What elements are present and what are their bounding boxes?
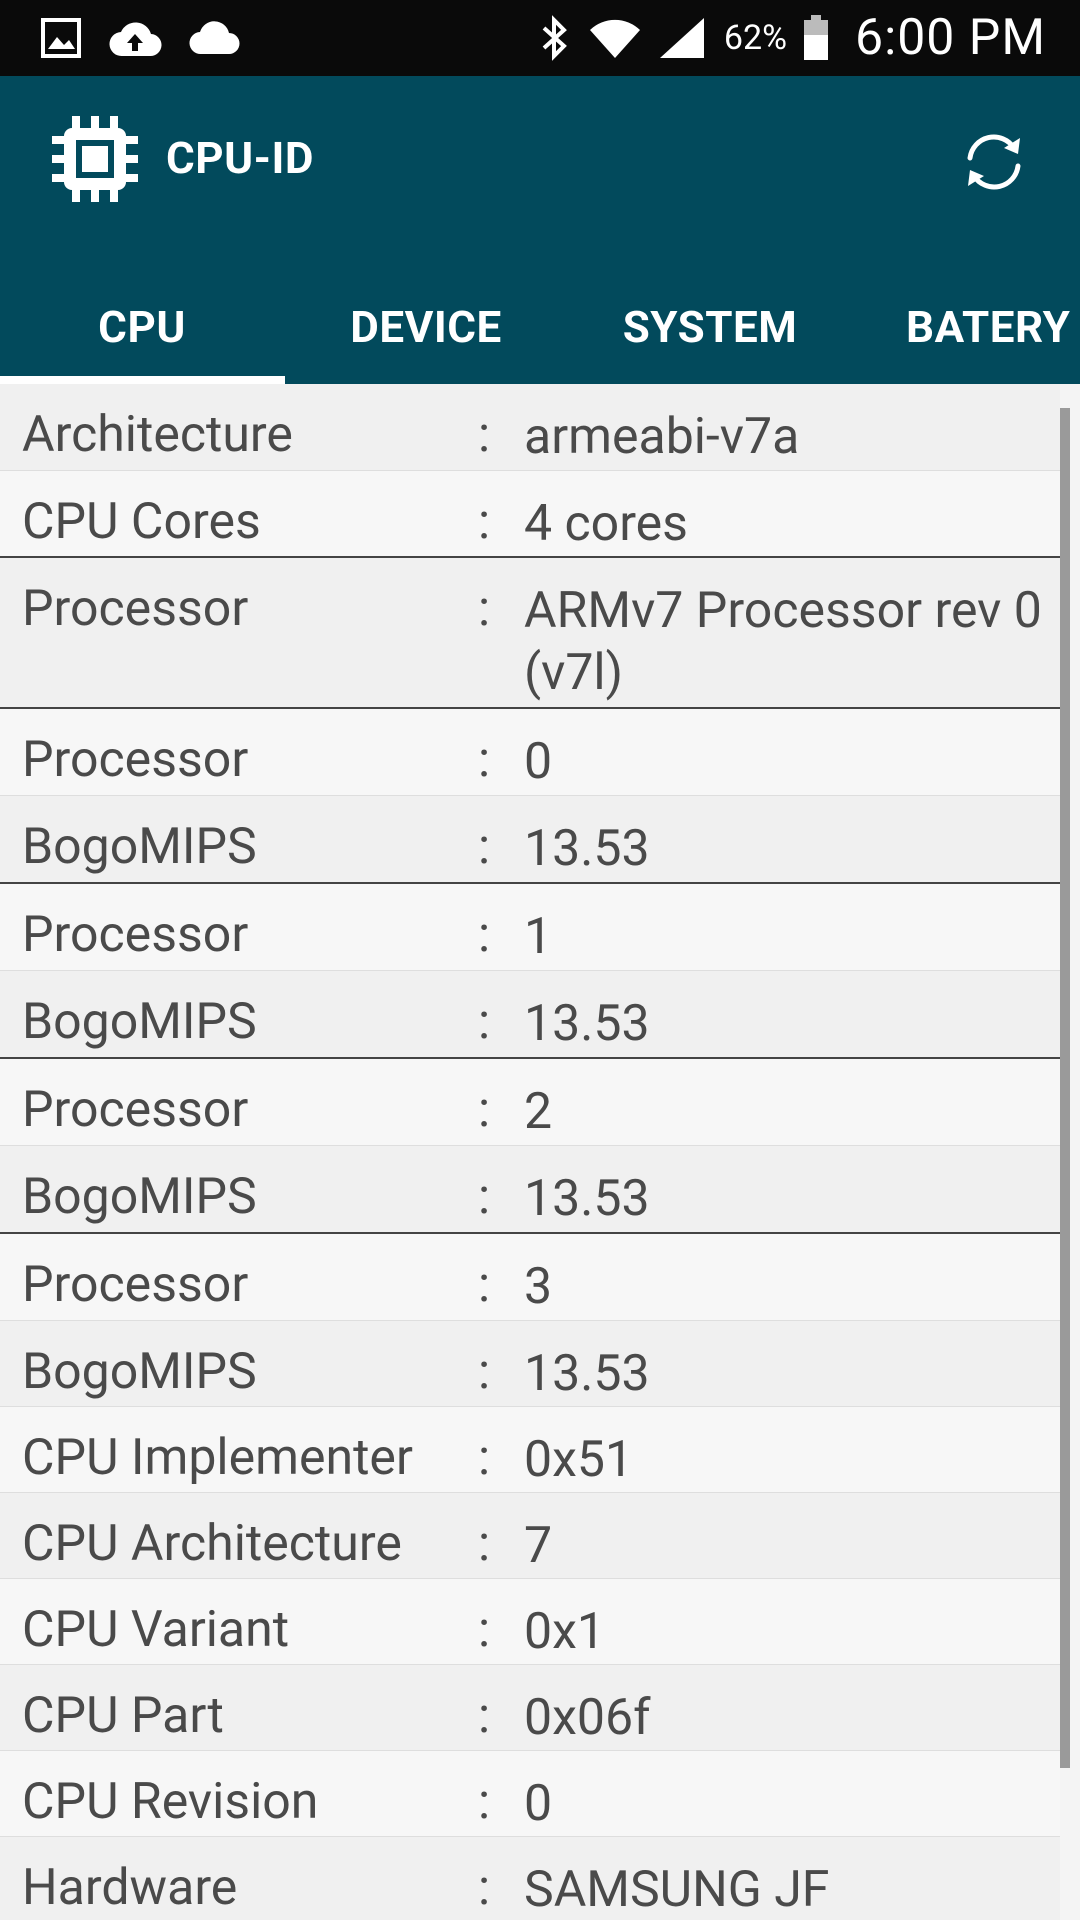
refresh-icon[interactable] xyxy=(956,124,1032,200)
info-row: BogoMIPS : 13.53 xyxy=(0,1146,1060,1234)
status-bar: 62% 6:00 PM xyxy=(0,0,1080,76)
info-separator: : xyxy=(478,1429,491,1487)
info-separator: : xyxy=(478,1601,491,1659)
tab-bar: CPU DEVICE SYSTEM BATERY xyxy=(0,270,1080,384)
info-key: Processor xyxy=(22,1081,249,1139)
info-row: BogoMIPS : 13.53 xyxy=(0,796,1060,884)
scrollbar[interactable] xyxy=(1060,408,1070,1768)
tab-battery[interactable]: BATERY xyxy=(906,301,1071,353)
tab-cpu[interactable]: CPU xyxy=(98,301,186,353)
info-key: CPU Cores xyxy=(22,493,261,551)
info-separator: : xyxy=(478,580,491,638)
battery-icon xyxy=(803,15,828,60)
cloud-upload-icon xyxy=(109,22,162,57)
status-bar-left xyxy=(40,14,242,62)
info-row: Hardware : SAMSUNG JF xyxy=(0,1837,1060,1920)
info-row: BogoMIPS : 13.53 xyxy=(0,1321,1060,1407)
info-separator: : xyxy=(478,406,491,464)
tab-system[interactable]: SYSTEM xyxy=(622,301,798,353)
info-value: ARMv7 Processor rev 0 (v7l) xyxy=(524,582,1042,702)
info-row: CPU Part : 0x06f xyxy=(0,1665,1060,1751)
info-separator: : xyxy=(478,1343,491,1401)
info-key: CPU Part xyxy=(22,1687,224,1745)
info-separator: : xyxy=(478,493,491,551)
info-row: CPU Revision : 0 xyxy=(0,1751,1060,1837)
info-key: BogoMIPS xyxy=(22,993,257,1051)
info-row: CPU Implementer : 0x51 xyxy=(0,1407,1060,1493)
info-row: Processor : 2 xyxy=(0,1059,1060,1146)
info-key: Architecture xyxy=(22,406,293,464)
info-value: 0 xyxy=(524,1775,553,1833)
info-value: 0x51 xyxy=(524,1431,634,1489)
info-separator: : xyxy=(478,1515,491,1573)
info-separator: : xyxy=(478,1256,491,1314)
info-value: 2 xyxy=(524,1083,553,1141)
battery-percent: 62% xyxy=(723,18,787,58)
info-key: CPU Architecture xyxy=(22,1515,402,1573)
clock: 6:00 PM xyxy=(854,9,1046,67)
info-value: armeabi-v7a xyxy=(524,408,800,466)
info-row: CPU Cores : 4 cores xyxy=(0,471,1060,558)
info-value: 13.53 xyxy=(524,1170,650,1228)
info-key: CPU Implementer xyxy=(22,1429,413,1487)
info-row: Processor : ARMv7 Processor rev 0 (v7l) xyxy=(0,558,1060,709)
info-value: 13.53 xyxy=(524,1345,650,1403)
info-key: CPU Revision xyxy=(22,1773,319,1831)
info-key: Processor xyxy=(22,1256,249,1314)
status-bar-right: 62% 6:00 PM xyxy=(538,0,1046,76)
info-separator: : xyxy=(478,1773,491,1831)
signal-icon xyxy=(659,18,704,58)
info-value: 4 cores xyxy=(524,495,688,553)
info-row: Processor : 1 xyxy=(0,884,1060,971)
info-value: SAMSUNG JF xyxy=(524,1861,830,1919)
info-row: BogoMIPS : 13.53 xyxy=(0,971,1060,1059)
tab-device[interactable]: DEVICE xyxy=(350,301,502,353)
info-value: 3 xyxy=(524,1258,553,1316)
info-value: 0 xyxy=(524,733,553,791)
info-key: Processor xyxy=(22,906,249,964)
app-bar: CPU-ID CPU DEVICE SYSTEM BATERY xyxy=(0,76,1080,388)
info-key: Processor xyxy=(22,580,249,638)
info-value: 0x1 xyxy=(524,1603,606,1661)
chip-icon xyxy=(52,116,138,202)
info-row: Processor : 0 xyxy=(0,709,1060,796)
info-row: CPU Architecture : 7 xyxy=(0,1493,1060,1579)
info-key: Processor xyxy=(22,731,249,789)
info-value: 1 xyxy=(524,908,553,966)
info-key: BogoMIPS xyxy=(22,1168,257,1226)
info-separator: : xyxy=(478,993,491,1051)
info-separator: : xyxy=(478,1859,491,1917)
info-row: CPU Variant : 0x1 xyxy=(0,1579,1060,1665)
info-key: BogoMIPS xyxy=(22,818,257,876)
info-row: Processor : 3 xyxy=(0,1234,1060,1321)
cpu-info-list[interactable]: Architecture : armeabi-v7a CPU Cores : 4… xyxy=(0,384,1080,1920)
info-key: CPU Variant xyxy=(22,1601,290,1659)
info-separator: : xyxy=(478,818,491,876)
cloud-icon xyxy=(189,21,240,55)
info-value: 7 xyxy=(524,1517,553,1575)
info-value: 13.53 xyxy=(524,820,650,878)
app-title: CPU-ID xyxy=(166,132,314,184)
image-icon xyxy=(41,18,81,58)
info-row: Architecture : armeabi-v7a xyxy=(0,384,1060,471)
info-value: 0x06f xyxy=(524,1689,651,1747)
info-key: Hardware xyxy=(22,1859,238,1917)
wifi-icon xyxy=(589,19,640,59)
info-separator: : xyxy=(478,731,491,789)
info-key: BogoMIPS xyxy=(22,1343,257,1401)
info-separator: : xyxy=(478,906,491,964)
bluetooth-icon xyxy=(542,15,567,61)
info-separator: : xyxy=(478,1081,491,1139)
info-separator: : xyxy=(478,1168,491,1226)
info-value: 13.53 xyxy=(524,995,650,1053)
info-separator: : xyxy=(478,1687,491,1745)
